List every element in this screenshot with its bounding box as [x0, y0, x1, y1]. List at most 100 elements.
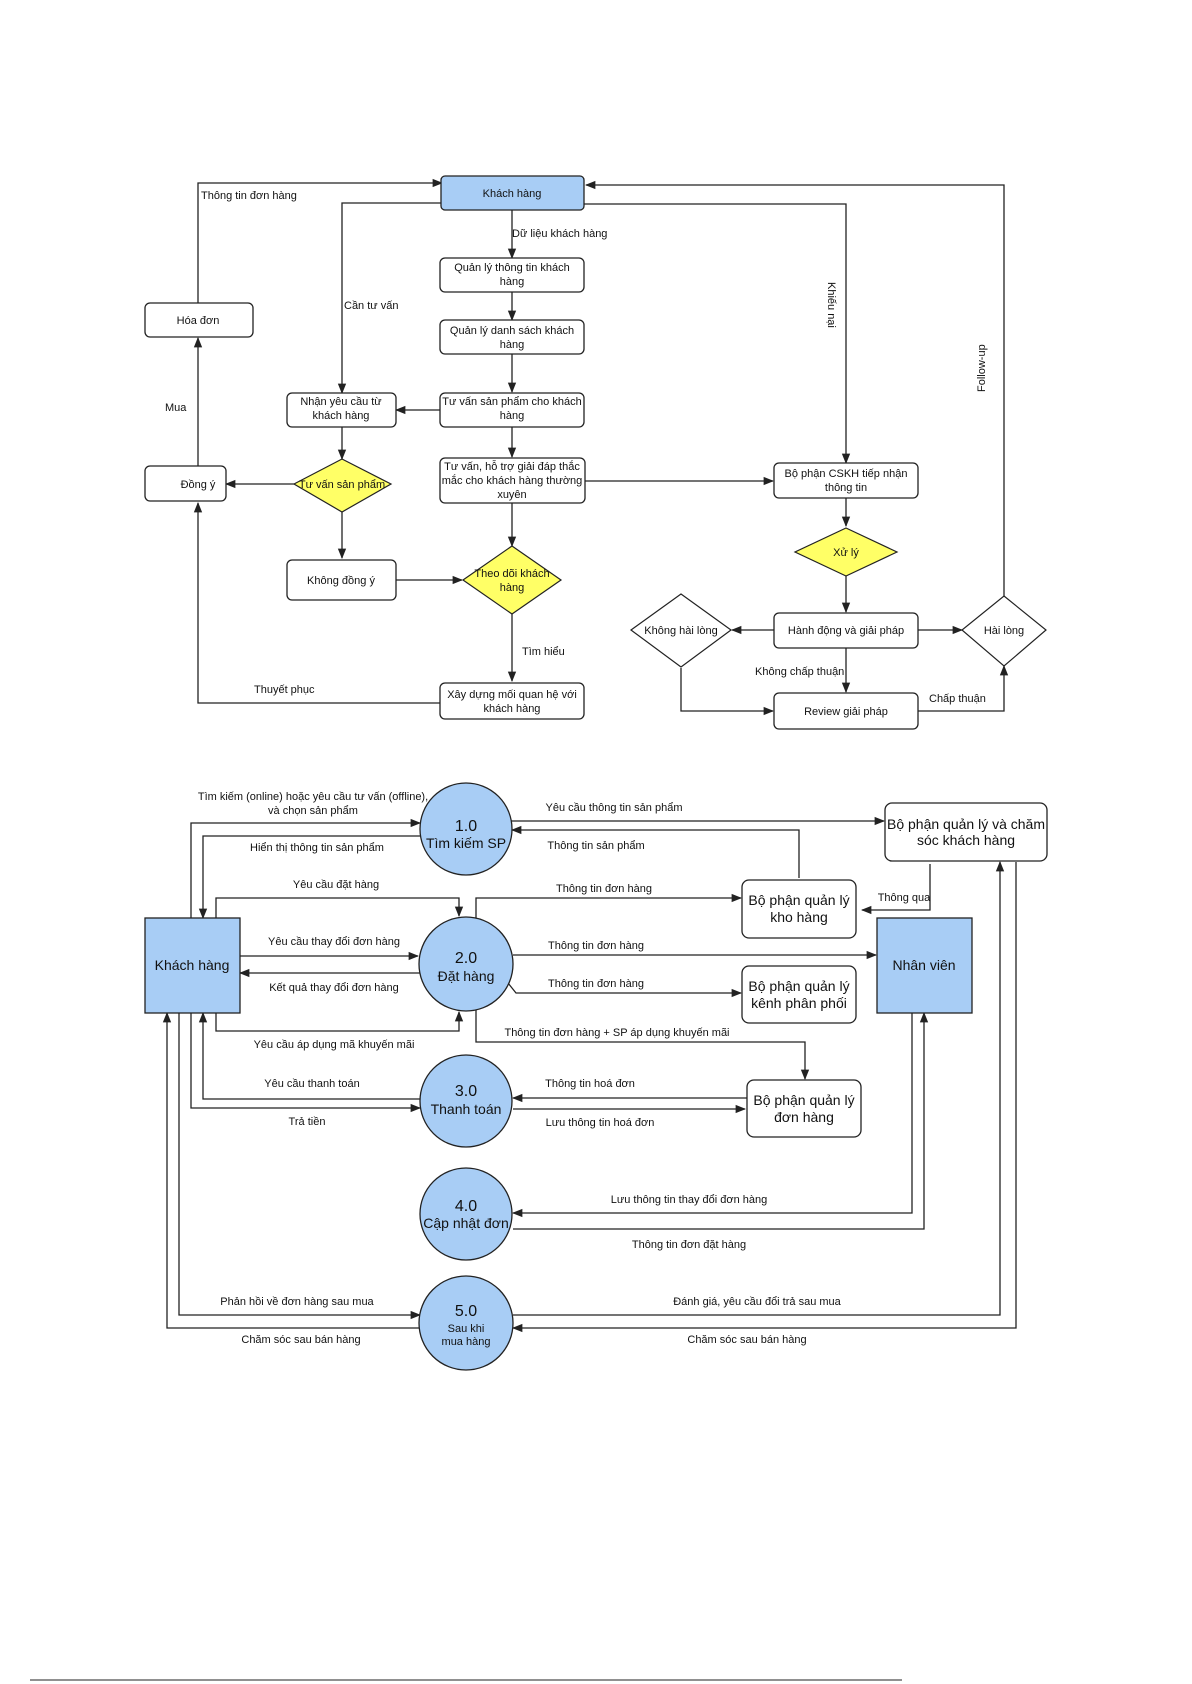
svg-text:hàng: hàng	[500, 582, 524, 594]
svg-text:Quản lý thông tin khách: Quản lý thông tin khách	[454, 262, 570, 274]
dfd-flows	[162, 816, 1017, 1333]
process-3-thanh-toan: 3.0 Thanh toán	[419, 1054, 513, 1148]
process-4-cap-nhat-don: 4.0 Cập nhật đơn	[419, 1167, 513, 1261]
label-tim-kiem-line1: Tìm kiếm (online) hoặc yêu cầu tư vấn (o…	[198, 791, 428, 803]
svg-text:3.0: 3.0	[455, 1083, 477, 1100]
flow-ttdh-kho	[475, 893, 743, 918]
node-tu-van-ho-tro: Tư vấn, hỗ trợ giải đáp thắc mắc cho khá…	[439, 457, 586, 504]
label-yc-khuyen-mai: Yêu cầu áp dụng mã khuyến mãi	[254, 1039, 415, 1051]
svg-text:Bộ phận quản lý và chăm: Bộ phận quản lý và chăm	[887, 816, 1045, 832]
svg-text:Bộ phận quản lý: Bộ phận quản lý	[748, 978, 849, 994]
svg-text:4.0: 4.0	[455, 1198, 477, 1215]
svg-text:mắc cho khách hàng thường: mắc cho khách hàng thường	[442, 474, 583, 487]
entity-bp-don-hang: Bộ phận quản lý đơn hàng	[746, 1079, 862, 1138]
svg-text:2.0: 2.0	[455, 950, 477, 967]
process-1-tim-kiem-sp: 1.0 Tìm kiếm SP	[419, 782, 513, 876]
svg-text:Nhận yêu cầu từ: Nhận yêu cầu từ	[300, 396, 382, 408]
label-tt-hoa-don: Thông tin hoá đơn	[545, 1078, 635, 1090]
label-can-tu-van: Cần tư vấn	[344, 300, 398, 312]
label-thong-qua: Thông qua	[878, 892, 931, 904]
svg-text:Đồng ý: Đồng ý	[181, 479, 216, 491]
node-tu-van-san-pham: Tư vấn sản phẩm cho khách hàng	[439, 392, 585, 428]
svg-text:hàng: hàng	[500, 410, 524, 422]
svg-text:Bộ phận quản lý: Bộ phận quản lý	[753, 1092, 854, 1108]
svg-text:Hành động và giải pháp: Hành động và giải pháp	[788, 625, 904, 637]
edge-hoadon-to-khachhang	[197, 178, 444, 303]
svg-text:Hóa đơn: Hóa đơn	[177, 315, 220, 327]
svg-text:Không đồng ý: Không đồng ý	[307, 575, 375, 587]
decision-tu-van-san-pham: Tư vấn sản phẩm	[292, 458, 393, 513]
svg-text:xuyên: xuyên	[497, 489, 526, 501]
svg-text:Review giải pháp: Review giải pháp	[804, 706, 888, 718]
label-du-lieu-khach-hang: Dữ liệu khách hàng	[512, 228, 607, 240]
flow-hien-thi	[198, 835, 420, 920]
node-khong-dong-y: Không đồng ý	[286, 559, 397, 601]
flow-tra-tien	[190, 1013, 422, 1113]
edge-review-to-hailong	[918, 664, 1009, 712]
edge-khonghailong-to-review	[680, 668, 775, 716]
svg-text:Sau khi: Sau khi	[448, 1323, 485, 1335]
label-phan-hoi: Phản hồi về đơn hàng sau mua	[220, 1296, 374, 1308]
flow-yc-dat-hang	[215, 897, 464, 918]
node-nhan-yeu-cau: Nhận yêu cầu từ khách hàng	[286, 392, 397, 428]
flow-danh-gia	[513, 860, 1005, 1316]
entity-nhan-vien: Nhân viên	[876, 917, 973, 1014]
svg-text:1.0: 1.0	[455, 818, 477, 835]
svg-text:thông tin: thông tin	[825, 482, 867, 494]
svg-text:Khách hàng: Khách hàng	[483, 188, 542, 200]
label-tra-tien: Trả tiền	[289, 1116, 326, 1128]
flowchart-edge-labels: Thông tin đơn hàng Dữ liệu khách hàng Cầ…	[165, 190, 988, 705]
label-thuyet-phuc: Thuyết phục	[254, 684, 315, 696]
label-follow-up: Follow-up	[976, 344, 988, 392]
edge-khachhang-to-nhanyc	[337, 202, 442, 395]
flowchart-edges	[193, 178, 1009, 716]
label-ttdh-km: Thông tin đơn hàng + SP áp dụng khuyến m…	[504, 1027, 729, 1039]
edge-xaydung-to-dongy	[193, 501, 440, 704]
decision-hai-long: Hài lòng	[961, 595, 1047, 667]
decision-theo-doi: Theo dõi khách hàng	[461, 545, 563, 615]
node-bo-phan-cskh: Bộ phận CSKH tiếp nhận thông tin	[773, 462, 919, 499]
label-tim-hieu: Tìm hiểu	[522, 646, 565, 658]
svg-text:hàng: hàng	[500, 276, 524, 288]
svg-text:Tư vấn sản phẩm: Tư vấn sản phẩm	[299, 479, 385, 491]
label-danh-gia: Đánh giá, yêu cầu đổi trả sau mua	[673, 1296, 841, 1308]
svg-text:kênh phân phối: kênh phân phối	[751, 995, 847, 1011]
flow-cham-soc-r	[511, 862, 1017, 1333]
flow-phan-hoi	[178, 1013, 422, 1320]
label-thong-tin-don-hang: Thông tin đơn hàng	[201, 190, 297, 202]
svg-text:Cập nhật đơn: Cập nhật đơn	[423, 1215, 508, 1231]
svg-text:Tư vấn sản phẩm cho khách: Tư vấn sản phẩm cho khách	[442, 396, 581, 408]
label-hien-thi: Hiển thị thông tin sản phẩm	[250, 842, 384, 854]
label-khong-chap-thuan: Không chấp thuận	[755, 666, 844, 678]
svg-text:đơn hàng: đơn hàng	[774, 1109, 834, 1125]
svg-text:Tìm kiếm SP: Tìm kiếm SP	[426, 835, 506, 851]
label-yc-thanh-toan: Yêu cầu thanh toán	[264, 1078, 359, 1090]
label-cham-soc-l: Chăm sóc sau bán hàng	[241, 1334, 360, 1346]
label-cham-soc-r: Chăm sóc sau bán hàng	[687, 1334, 806, 1346]
label-yc-dat-hang: Yêu cầu đặt hàng	[293, 879, 379, 891]
entity-khach-hang: Khách hàng	[144, 917, 241, 1014]
flow-cham-soc-l	[162, 1011, 420, 1329]
entity-bp-kenh: Bộ phận quản lý kênh phân phối	[741, 965, 857, 1024]
label-ttdh-kho: Thông tin đơn hàng	[556, 883, 652, 895]
label-kq-thay-doi: Kết quả thay đổi đơn hàng	[269, 982, 399, 994]
svg-text:Bộ phận CSKH tiếp nhận: Bộ phận CSKH tiếp nhận	[785, 468, 908, 480]
entity-bp-cham-soc: Bộ phận quản lý và chăm sóc khách hàng	[884, 802, 1048, 862]
flow-tim-kiem	[190, 818, 422, 918]
flow-thong-tin-sp	[510, 825, 800, 878]
svg-text:hàng: hàng	[500, 339, 524, 351]
svg-text:Nhân viên: Nhân viên	[892, 957, 955, 973]
label-yc-thay-doi: Yêu cầu thay đổi đơn hàng	[268, 936, 400, 948]
label-luu-hoa-don: Lưu thông tin hoá đơn	[546, 1117, 655, 1129]
entity-bp-kho: Bộ phận quản lý kho hàng	[741, 879, 857, 939]
decision-xu-ly: Xử lý	[793, 527, 899, 577]
label-ttdh-nv: Thông tin đơn hàng	[548, 940, 644, 952]
label-yc-thong-tin-sp: Yêu cầu thông tin sản phẩm	[546, 802, 683, 814]
flowchart: Thông tin đơn hàng Dữ liệu khách hàng Cầ…	[144, 175, 1047, 730]
dfd-flow-labels: Tìm kiếm (online) hoặc yêu cầu tư vấn (o…	[198, 791, 931, 1346]
edge-hailong-to-khachhang	[584, 180, 1005, 596]
svg-text:5.0: 5.0	[455, 1303, 477, 1320]
node-hoa-don: Hóa đơn	[144, 302, 254, 338]
flow-yc-thanh-toan	[198, 1011, 420, 1100]
